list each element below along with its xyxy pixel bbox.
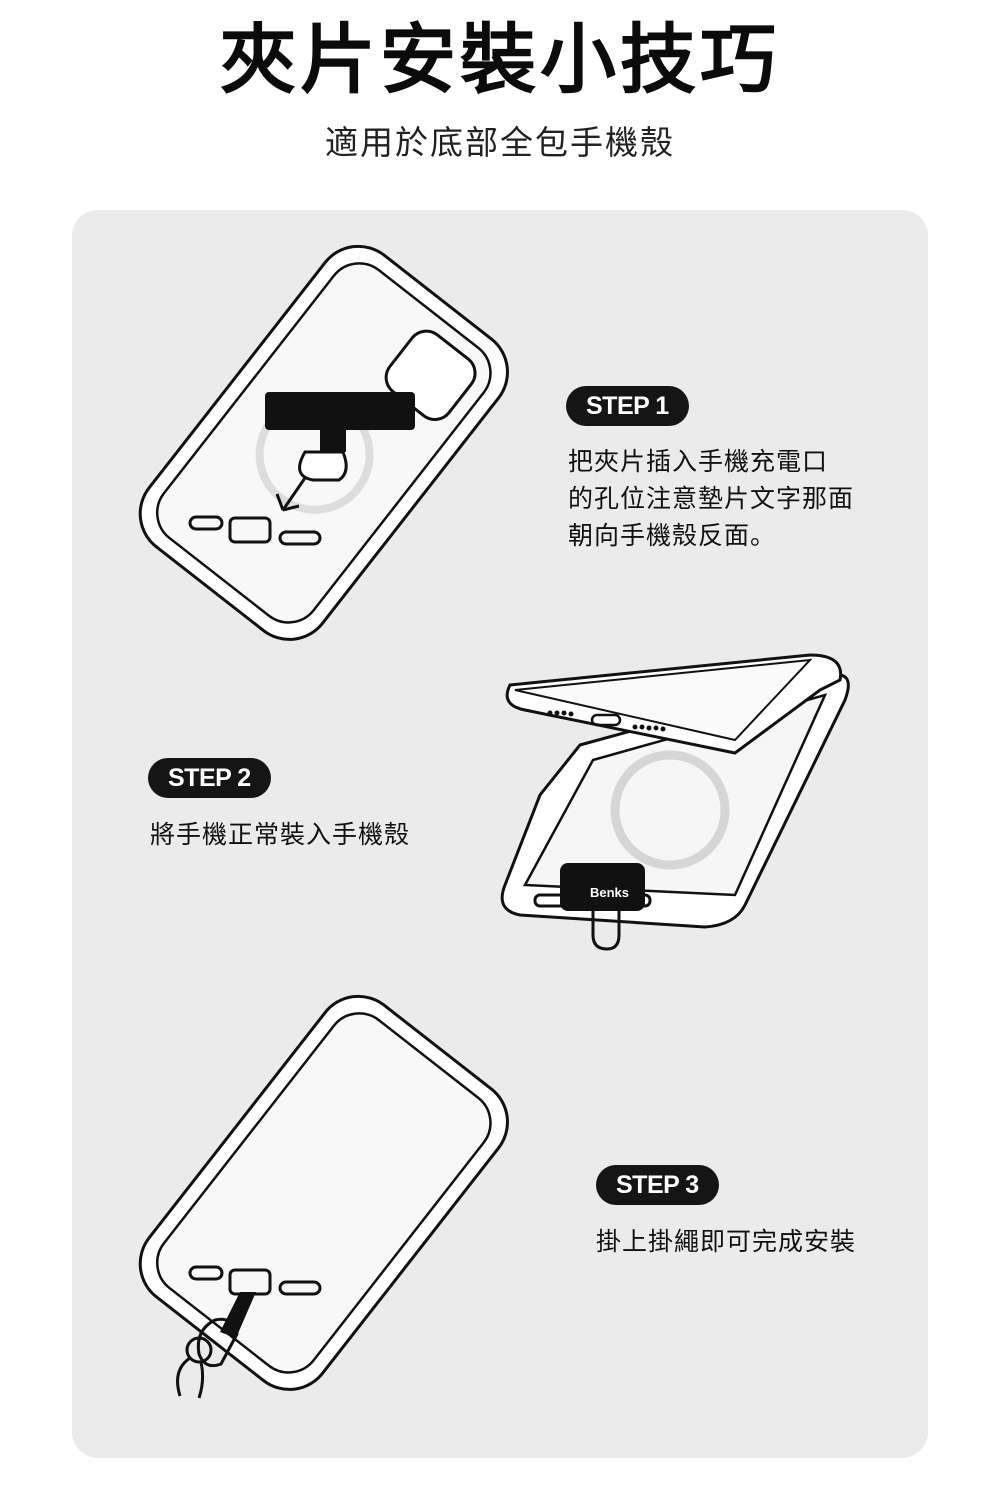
clip-loop (298, 450, 348, 482)
page-title: 夾片安裝小技巧 (220, 15, 780, 104)
lanyard-strap (220, 1292, 256, 1338)
step2-illustration: Benks (500, 653, 850, 951)
step2-badge: STEP 2 (148, 758, 271, 798)
step1-badge: STEP 1 (566, 386, 689, 426)
step2-text: 將手機正常裝入手機殼 (150, 820, 411, 849)
page-subtitle: 適用於底部全包手機殼 (325, 123, 675, 162)
step1-text: 把夾片插入手機充電口 的孔位注意墊片文字那面 朝向手機殼反面。 (568, 447, 855, 550)
brand-label: Benks (590, 885, 629, 900)
clip-loop (591, 907, 621, 951)
step1-illustration (138, 244, 509, 641)
arrow-down-icon (275, 477, 307, 512)
step3-badge: STEP 3 (596, 1165, 719, 1205)
clip-pad (265, 392, 415, 430)
step3-illustration (138, 994, 509, 1399)
step3-text: 掛上掛繩即可完成安裝 (596, 1227, 857, 1256)
lanyard-hook (176, 1317, 239, 1399)
